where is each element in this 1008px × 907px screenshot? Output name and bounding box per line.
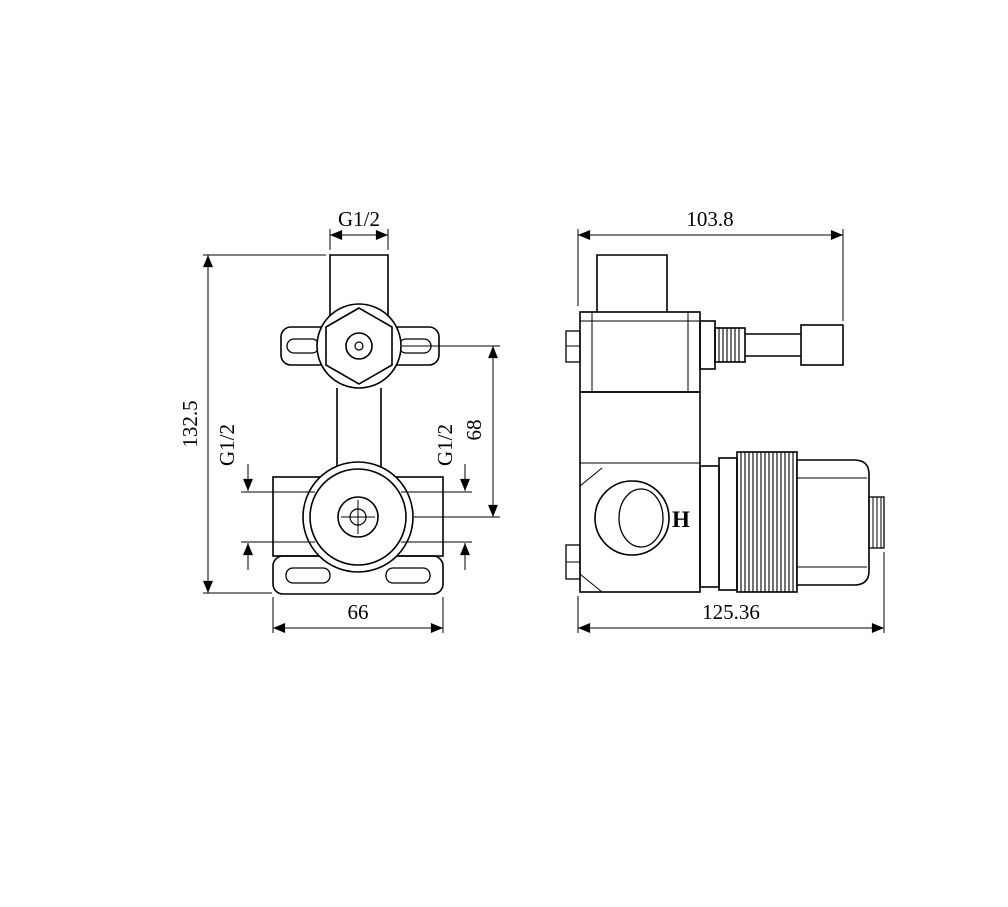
front-valve-face-mid — [309, 468, 407, 566]
dim-side-top-depth — [577, 229, 844, 321]
dim-side-overall-depth — [577, 552, 885, 633]
side-dimensions — [577, 229, 885, 633]
front-lower-bracket-slot-left — [285, 567, 331, 584]
dim-front-body-width — [272, 597, 444, 633]
side-port-inner — [618, 488, 664, 548]
dim-label-side-top-depth: 103.8 — [686, 207, 733, 231]
dim-front-pipe-thread — [329, 229, 389, 250]
dim-label-front-port-centers: 68 — [462, 420, 486, 441]
dim-label-side-overall-depth: 125.36 — [702, 600, 760, 624]
front-hex-nut — [325, 307, 393, 385]
side-knob-cap — [796, 459, 870, 586]
side-cartridge-seg2 — [718, 457, 738, 591]
front-hex-center-circle — [354, 341, 364, 351]
thread-stub-hatching — [872, 497, 882, 548]
dim-front-left-port — [241, 464, 315, 570]
spline-hatching — [718, 328, 740, 362]
front-inlet-pipe — [329, 254, 389, 328]
front-hex-union-outer — [316, 303, 402, 389]
dim-front-port-centers — [402, 345, 500, 518]
dim-ext-lines — [329, 229, 389, 250]
dim-ext-lines — [272, 597, 444, 633]
side-view — [565, 254, 885, 593]
dim-ext-lines — [402, 345, 500, 518]
dim-label-front-outlet-port: G1/2 — [433, 424, 457, 466]
front-dimensions — [203, 229, 500, 633]
dim-front-total-height — [203, 254, 326, 594]
front-upper-bracket-slot-left — [286, 338, 320, 354]
side-lower-body-lines — [579, 462, 700, 593]
front-valve-face-hub — [337, 496, 379, 538]
dim-front-outlet-port — [401, 464, 472, 570]
side-cartridge-seg1 — [699, 465, 720, 588]
dim-ext-lines — [577, 229, 844, 321]
side-stem-shaft — [745, 333, 801, 357]
side-stem-spline — [714, 327, 746, 363]
dim-ext-lines — [203, 254, 326, 594]
hot-port-label: H — [672, 507, 690, 532]
dim-label-front-body-width: 66 — [348, 600, 369, 624]
side-upper-body — [579, 311, 701, 393]
front-hex-inner-circle — [345, 332, 373, 360]
dim-ext-lines — [241, 491, 315, 543]
front-neck — [336, 388, 382, 478]
dimension-labels: G1/2 132.5 G1/2 G1/2 68 66 103.8 125.36 … — [178, 207, 760, 624]
side-knob-cap-lines — [797, 477, 867, 568]
dim-label-front-left-port: G1/2 — [215, 424, 239, 466]
knurl-hatching — [740, 452, 794, 592]
front-lower-bracket-slot-right — [385, 567, 431, 584]
dim-label-front-pipe-thread: G1/2 — [338, 207, 380, 231]
side-stem-end-block — [800, 324, 844, 366]
side-inlet-pipe — [596, 254, 668, 312]
side-stem-base — [699, 320, 716, 370]
side-port-circle — [594, 480, 670, 556]
dim-label-front-total-height: 132.5 — [178, 400, 202, 447]
front-valve-crosshair — [341, 500, 375, 534]
dim-ext-lines — [401, 491, 472, 543]
side-upper-body-lines — [580, 312, 700, 392]
front-view — [272, 254, 444, 595]
side-knob-ribbed — [736, 451, 798, 593]
